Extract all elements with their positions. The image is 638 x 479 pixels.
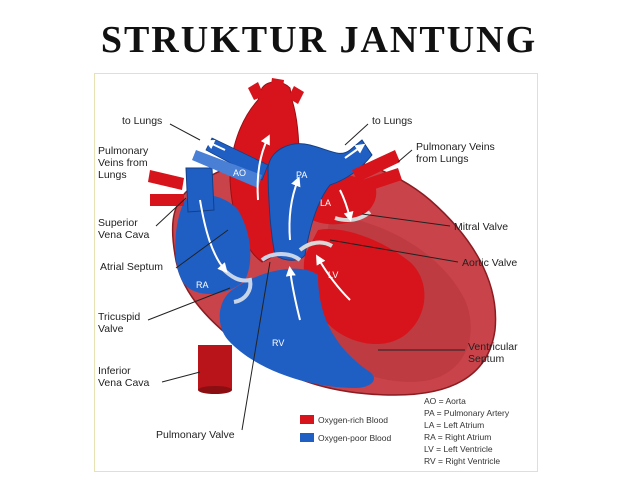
page-title: STRUKTUR JANTUNG [100, 19, 538, 61]
leader-superior-vena-cava [155, 197, 187, 227]
label-pulm-veins-left-3: Lungs [98, 169, 127, 181]
label-inferior-vena-cava-1: Inferior [98, 365, 131, 377]
flow-arrow-lv [315, 254, 351, 301]
chamber-label-la: LA [320, 198, 331, 208]
aortic-branch-3 [288, 86, 304, 104]
label-pulm-veins-right-2: from Lungs [416, 153, 469, 165]
label-inferior-vena-cava-2: Vena Cava [98, 377, 150, 389]
left-ventricle [303, 228, 425, 345]
leader-to-lungs-left [169, 123, 201, 141]
label-aortic-valve: Aortic Valve [462, 257, 517, 269]
label-pulm-veins-right-1: Pulmonary Veins [416, 141, 495, 153]
leader-pulm-veins-right [397, 149, 413, 163]
chamber-label-ra: RA [196, 280, 209, 290]
flow-arrow-svc [199, 199, 228, 274]
leader-atrial-septum [175, 229, 229, 269]
right-ventricle [219, 268, 375, 388]
tricuspid-valve [220, 266, 253, 304]
abbrev-ra: RA = Right Atrium [424, 432, 491, 442]
leader-to-lungs-right [344, 123, 369, 146]
abbrev-la: LA = Left Atrium [424, 420, 484, 430]
label-pulmonary-valve: Pulmonary Valve [156, 429, 235, 441]
pa-left-branch-2 [192, 150, 262, 188]
mitral-valve-shape [334, 210, 372, 222]
superior-vena-cava [185, 167, 215, 213]
label-ventricular-septum-2: Septum [468, 353, 504, 365]
legend-oxygen-rich: Oxygen-rich Blood [318, 415, 388, 425]
legend-swatch-oxygen-poor [300, 433, 314, 442]
flow-arrow-pa [288, 176, 301, 241]
aortic-valve-shape [298, 240, 334, 252]
abbrev-pa: PA = Pulmonary Artery [424, 408, 510, 418]
leader-tricuspid-valve [147, 287, 231, 321]
leader-mitral-valve [361, 213, 451, 227]
legend-swatch-oxygen-rich [300, 415, 314, 424]
aortic-branch-1 [248, 82, 264, 100]
abbrev-rv: RV = Right Ventricle [424, 456, 500, 466]
legend-oxygen-poor: Oxygen-poor Blood [318, 433, 392, 443]
inferior-vena-cava [198, 345, 232, 390]
label-superior-vena-cava-1: Superior [98, 217, 138, 229]
label-mitral-valve: Mitral Valve [454, 221, 508, 233]
chamber-label-lv: LV [328, 270, 338, 280]
flow-arrow-ao [256, 134, 270, 201]
abbrev-lv: LV = Left Ventricle [424, 444, 493, 454]
label-tricuspid-1: Tricuspid [98, 311, 140, 323]
label-pulm-veins-left-1: Pulmonary [98, 145, 149, 157]
leader-aortic-valve [329, 239, 459, 263]
pulmonary-veins-left-1 [148, 170, 184, 190]
label-ventricular-septum-1: Ventricular [468, 341, 518, 353]
chamber-label-rv: RV [272, 338, 284, 348]
aortic-branch-2 [270, 78, 284, 94]
flow-arrow-lungs-left [204, 140, 226, 151]
chamber-label-pa: PA [296, 170, 307, 180]
pulmonary-valve-shape [260, 252, 302, 262]
flow-arrow-lungs-right [344, 143, 366, 159]
label-tricuspid-2: Valve [98, 323, 124, 335]
abbrev-ao: AO = Aorta [424, 396, 466, 406]
flow-arrow-rv [285, 266, 301, 321]
right-atrium [175, 194, 251, 295]
leader-inferior-vena-cava [161, 371, 201, 383]
pulmonary-veins-left-2 [150, 194, 184, 206]
label-pulm-veins-left-2: Veins from [98, 157, 148, 169]
chamber-label-ao: AO [233, 168, 246, 178]
label-to-lungs-right: to Lungs [372, 115, 412, 127]
pulmonary-veins-right-2 [356, 168, 402, 194]
flow-arrow-la [339, 189, 354, 222]
label-superior-vena-cava-2: Vena Cava [98, 229, 150, 241]
label-atrial-septum: Atrial Septum [100, 261, 163, 273]
label-to-lungs-left: to Lungs [122, 115, 162, 127]
pulmonary-veins-right-1 [352, 150, 400, 182]
leader-pulmonary-valve [241, 261, 271, 431]
